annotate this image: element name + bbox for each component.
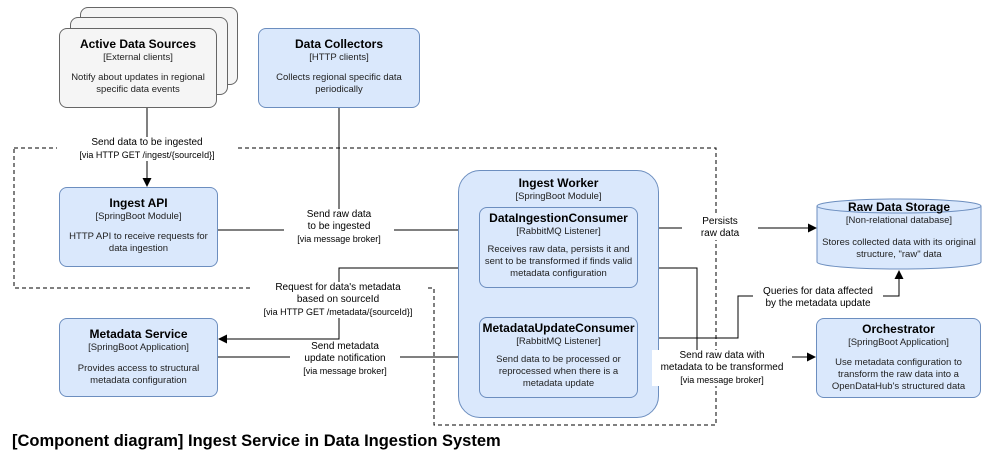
ingestion-consumer-type: [RabbitMQ Listener]: [516, 226, 601, 237]
metadata-title: Metadata Service: [89, 327, 188, 341]
collectors-title: Data Collectors: [294, 37, 384, 51]
sources-desc: Notify about updates in regional specifi…: [71, 72, 205, 95]
label-send-transform: Send raw data with metadata to be transf…: [652, 350, 792, 386]
update-consumer-type: [RabbitMQ Listener]: [516, 336, 601, 347]
metadata-type: [SpringBoot Application]: [88, 342, 189, 353]
orchestrator-type: [SpringBoot Application]: [848, 337, 949, 348]
label-persists: Persists raw data: [682, 216, 758, 240]
sources-title: Active Data Sources: [79, 37, 197, 51]
storage-title: Raw Data Storage: [847, 200, 951, 214]
data-ingestion-consumer[interactable]: DataIngestionConsumer [RabbitMQ Listener…: [479, 207, 638, 288]
active-data-sources[interactable]: Active Data Sources [External clients] N…: [59, 28, 217, 108]
update-consumer-title: MetadataUpdateConsumer: [482, 321, 635, 335]
label-send-ingest: Send data to be ingested [via HTTP GET /…: [57, 137, 237, 161]
label-send-raw: Send raw data to be ingested [via messag…: [284, 209, 394, 245]
storage-desc: Stores collected data with its original …: [822, 237, 976, 260]
collectors-desc: Collects regional specific data periodic…: [276, 72, 402, 95]
ingest-worker-title: Ingest Worker: [518, 176, 599, 190]
data-collectors[interactable]: Data Collectors [HTTP clients] Collects …: [258, 28, 420, 108]
collectors-type: [HTTP clients]: [309, 52, 369, 63]
ingest-api-desc: HTTP API to receive requests for data in…: [69, 231, 208, 254]
ingest-api[interactable]: Ingest API [SpringBoot Module] HTTP API …: [59, 187, 218, 267]
metadata-service[interactable]: Metadata Service [SpringBoot Application…: [59, 318, 218, 397]
ingest-service-boundary: [13, 147, 717, 426]
edge-queries: [638, 270, 904, 339]
update-consumer-desc: Send data to be processed or reprocessed…: [496, 354, 621, 389]
diagram-caption: [Component diagram] Ingest Service in Da…: [12, 432, 501, 450]
raw-data-storage[interactable]: Raw Data Storage [Non-relational databas…: [817, 200, 981, 270]
raw-data-storage-cylinder: [816, 198, 982, 270]
ingest-api-type: [SpringBoot Module]: [95, 211, 182, 222]
sources-type: [External clients]: [103, 52, 173, 63]
ingest-worker-type: [SpringBoot Module]: [515, 191, 602, 202]
metadata-desc: Provides access to structural metadata c…: [77, 363, 200, 386]
label-request-meta: Request for data's metadata based on sou…: [250, 282, 426, 318]
metadata-update-consumer[interactable]: MetadataUpdateConsumer [RabbitMQ Listene…: [479, 317, 638, 398]
label-meta-update: Send metadata update notification [via m…: [290, 341, 400, 377]
orchestrator-desc: Use metadata configuration to transform …: [831, 357, 966, 392]
orchestrator[interactable]: Orchestrator [SpringBoot Application] Us…: [816, 318, 981, 398]
ingestion-consumer-title: DataIngestionConsumer: [489, 211, 628, 225]
ingest-api-title: Ingest API: [109, 196, 168, 210]
storage-type: [Non-relational database]: [845, 215, 953, 226]
orchestrator-title: Orchestrator: [862, 322, 935, 336]
ingestion-consumer-desc: Receives raw data, persists it and sent …: [484, 244, 633, 279]
label-queries: Queries for data affected by the metadat…: [753, 286, 883, 310]
